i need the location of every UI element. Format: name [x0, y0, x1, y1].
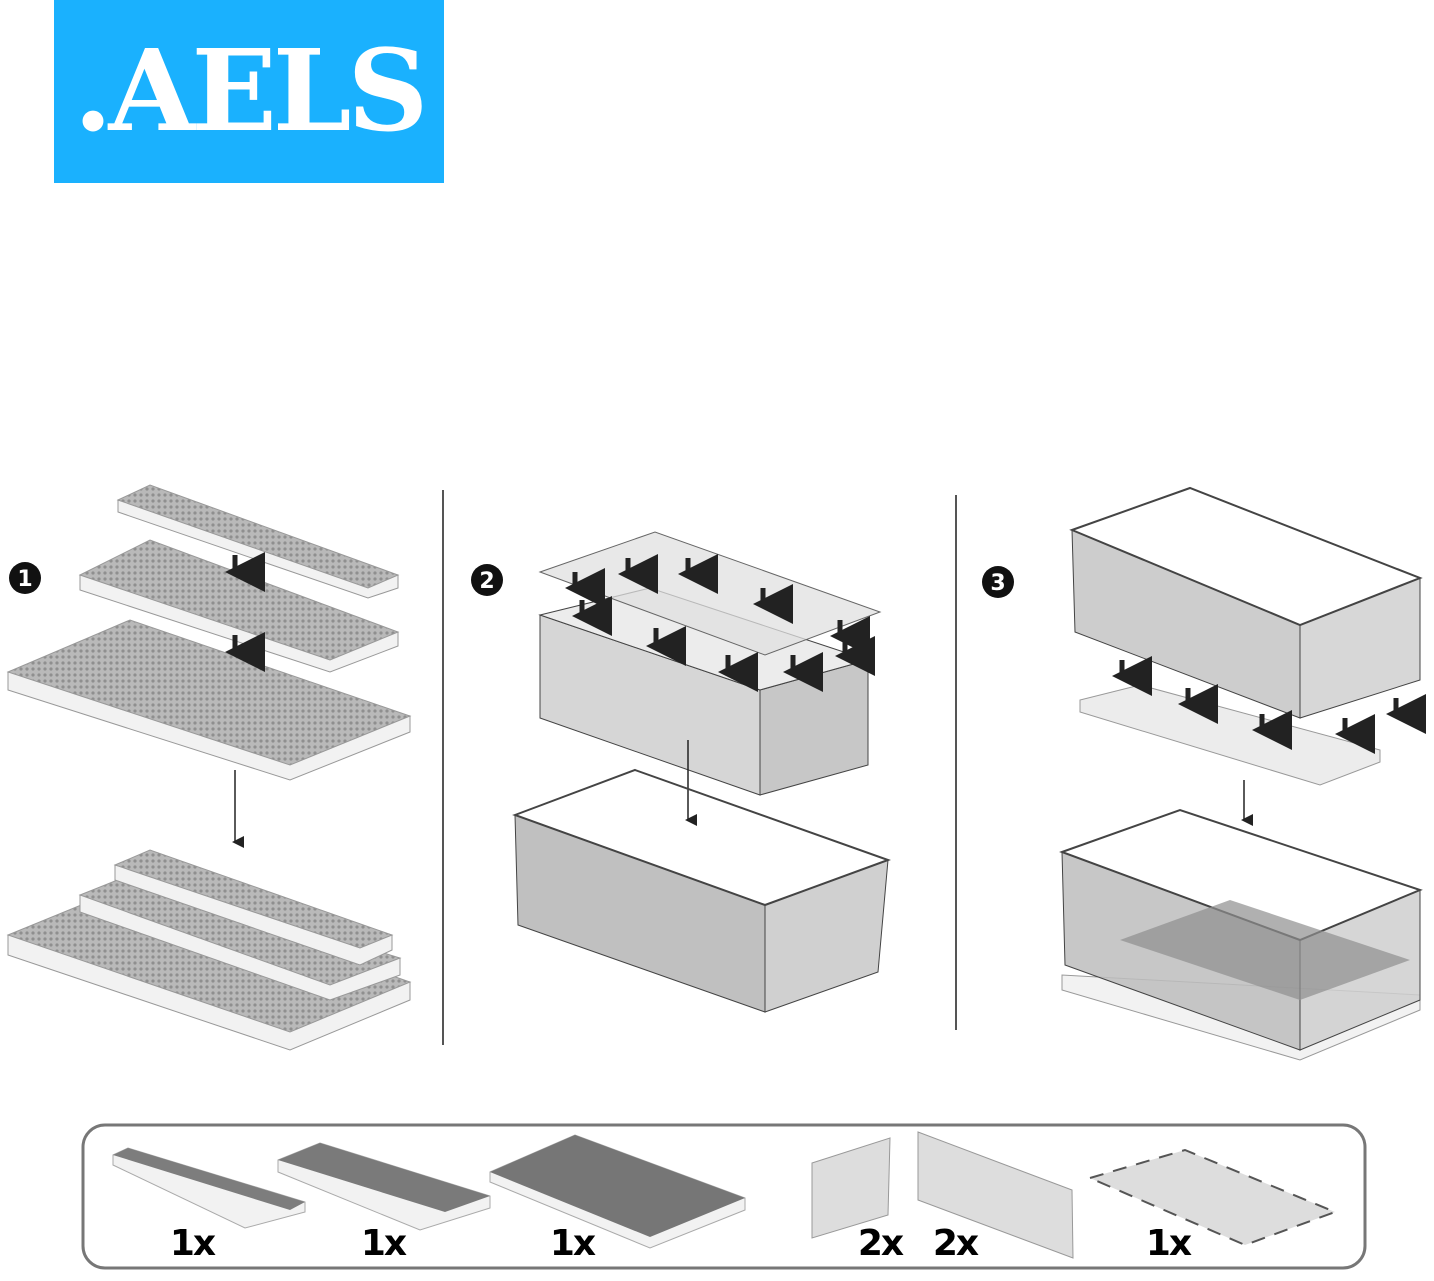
step-2-badge: 2 — [471, 564, 503, 596]
part-quantity: 1x — [361, 1223, 407, 1264]
part-long-panel: 2x — [917, 1131, 1074, 1264]
step-3-badge: 3 — [982, 566, 1014, 598]
parts-list: 1x 1x 1x 2x 2x 1x — [81, 1123, 1367, 1270]
part-quantity: 1x — [1146, 1223, 1192, 1264]
step-3-illustration — [1059, 486, 1426, 1061]
step-1-illustration — [6, 484, 412, 1051]
part-base-plate: 1x — [489, 1134, 746, 1264]
part-quantity: 1x — [550, 1223, 596, 1264]
part-quantity: 2x — [933, 1223, 979, 1264]
logo-text: .AELS — [73, 25, 429, 157]
brand-logo: .AELS — [54, 0, 444, 183]
part-small-step: 1x — [112, 1147, 306, 1264]
svg-text:2: 2 — [479, 569, 494, 594]
part-medium-step: 1x — [277, 1142, 491, 1264]
svg-text:1: 1 — [17, 567, 32, 592]
svg-text:3: 3 — [990, 571, 1005, 596]
part-top-cover: 1x — [1087, 1148, 1338, 1264]
part-quantity: 2x — [858, 1223, 904, 1264]
part-quantity: 1x — [170, 1223, 216, 1264]
step-2-illustration — [512, 531, 891, 1013]
step-1-badge: 1 — [9, 562, 41, 594]
part-side-panel: 2x — [811, 1137, 906, 1264]
